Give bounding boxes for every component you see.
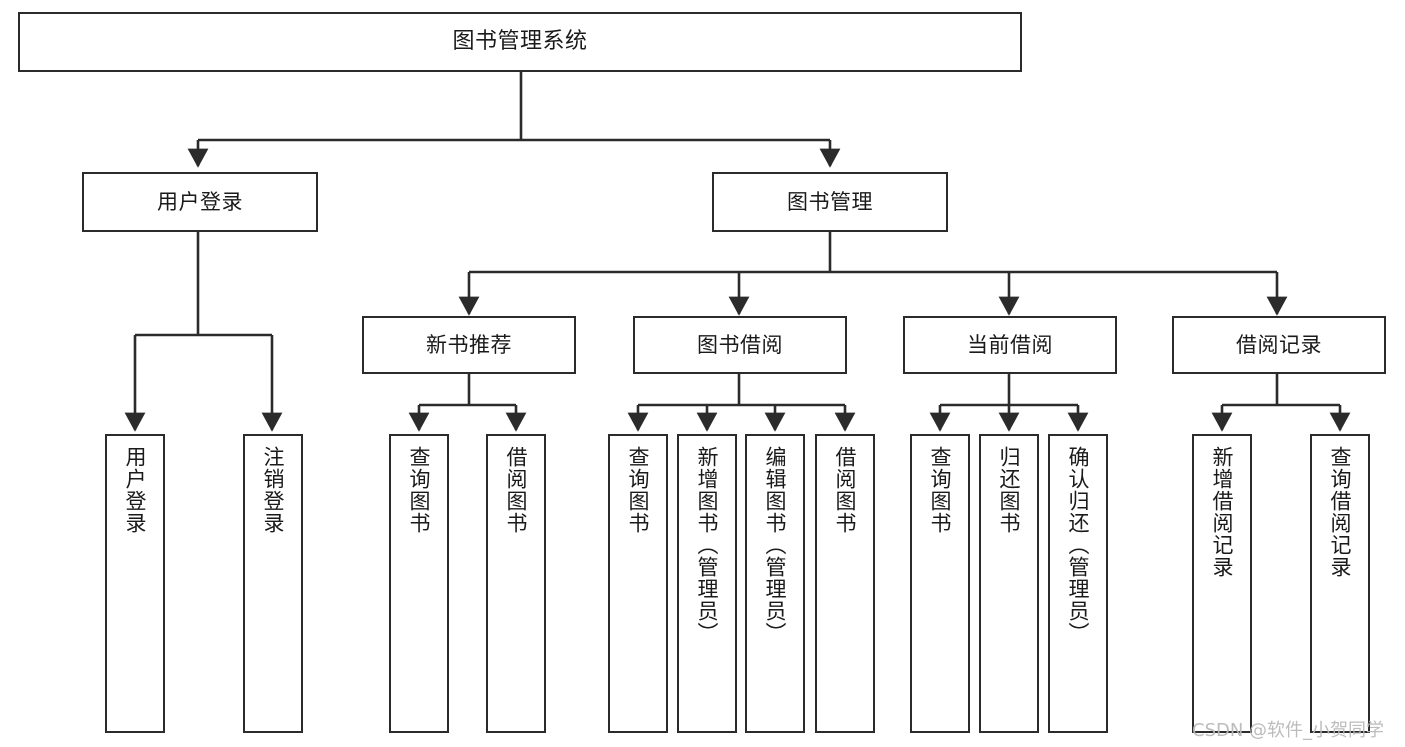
node-new-book-recommend-label: 新书推荐 [426,332,512,357]
leaf-user-login-signin-label: 用户登录 [123,446,148,534]
leaf-borrow-add-book-label: 新增图书（管理员） [695,446,720,644]
leaf-new-book-borrow[interactable]: 借阅图书 [486,434,546,733]
node-borrow-record[interactable]: 借阅记录 [1172,316,1386,374]
node-borrow-record-label: 借阅记录 [1236,332,1322,357]
watermark-credit: CSDN @软件_小贺同学 [1192,720,1385,741]
leaf-user-login-signout[interactable]: 注销登录 [243,434,303,733]
node-book-borrow[interactable]: 图书借阅 [633,316,847,374]
leaf-new-book-query-label: 查询图书 [407,446,432,534]
node-user-login[interactable]: 用户登录 [82,172,318,232]
node-book-borrow-label: 图书借阅 [697,332,783,357]
leaf-current-query-book-label: 查询图书 [928,446,953,534]
leaf-borrow-query-book[interactable]: 查询图书 [608,434,668,733]
leaf-record-query[interactable]: 查询借阅记录 [1310,434,1370,733]
node-book-management-label: 图书管理 [787,189,873,214]
leaf-record-add[interactable]: 新增借阅记录 [1192,434,1252,733]
leaf-borrow-add-book[interactable]: 新增图书（管理员） [677,434,737,733]
node-user-login-label: 用户登录 [157,189,243,214]
leaf-user-login-signout-label: 注销登录 [261,446,286,534]
leaf-borrow-borrow-book[interactable]: 借阅图书 [815,434,875,733]
leaf-borrow-query-book-label: 查询图书 [626,446,651,534]
leaf-current-query-book[interactable]: 查询图书 [910,434,970,733]
node-current-borrow-label: 当前借阅 [967,332,1053,357]
leaf-current-return-book-label: 归还图书 [997,446,1022,534]
leaf-current-confirm-return[interactable]: 确认归还（管理员） [1048,434,1108,733]
node-new-book-recommend[interactable]: 新书推荐 [362,316,576,374]
node-root-system-label: 图书管理系统 [452,29,588,55]
leaf-user-login-signin[interactable]: 用户登录 [105,434,165,733]
node-root-system[interactable]: 图书管理系统 [18,12,1022,72]
node-current-borrow[interactable]: 当前借阅 [903,316,1117,374]
leaf-borrow-borrow-book-label: 借阅图书 [833,446,858,534]
leaf-new-book-query[interactable]: 查询图书 [389,434,449,733]
leaf-current-return-book[interactable]: 归还图书 [979,434,1039,733]
node-book-management[interactable]: 图书管理 [712,172,948,232]
leaf-borrow-edit-book[interactable]: 编辑图书（管理员） [745,434,805,733]
leaf-record-add-label: 新增借阅记录 [1210,446,1235,578]
leaf-record-query-label: 查询借阅记录 [1328,446,1353,578]
leaf-borrow-edit-book-label: 编辑图书（管理员） [763,446,788,644]
leaf-new-book-borrow-label: 借阅图书 [504,446,529,534]
leaf-current-confirm-return-label: 确认归还（管理员） [1066,446,1091,644]
